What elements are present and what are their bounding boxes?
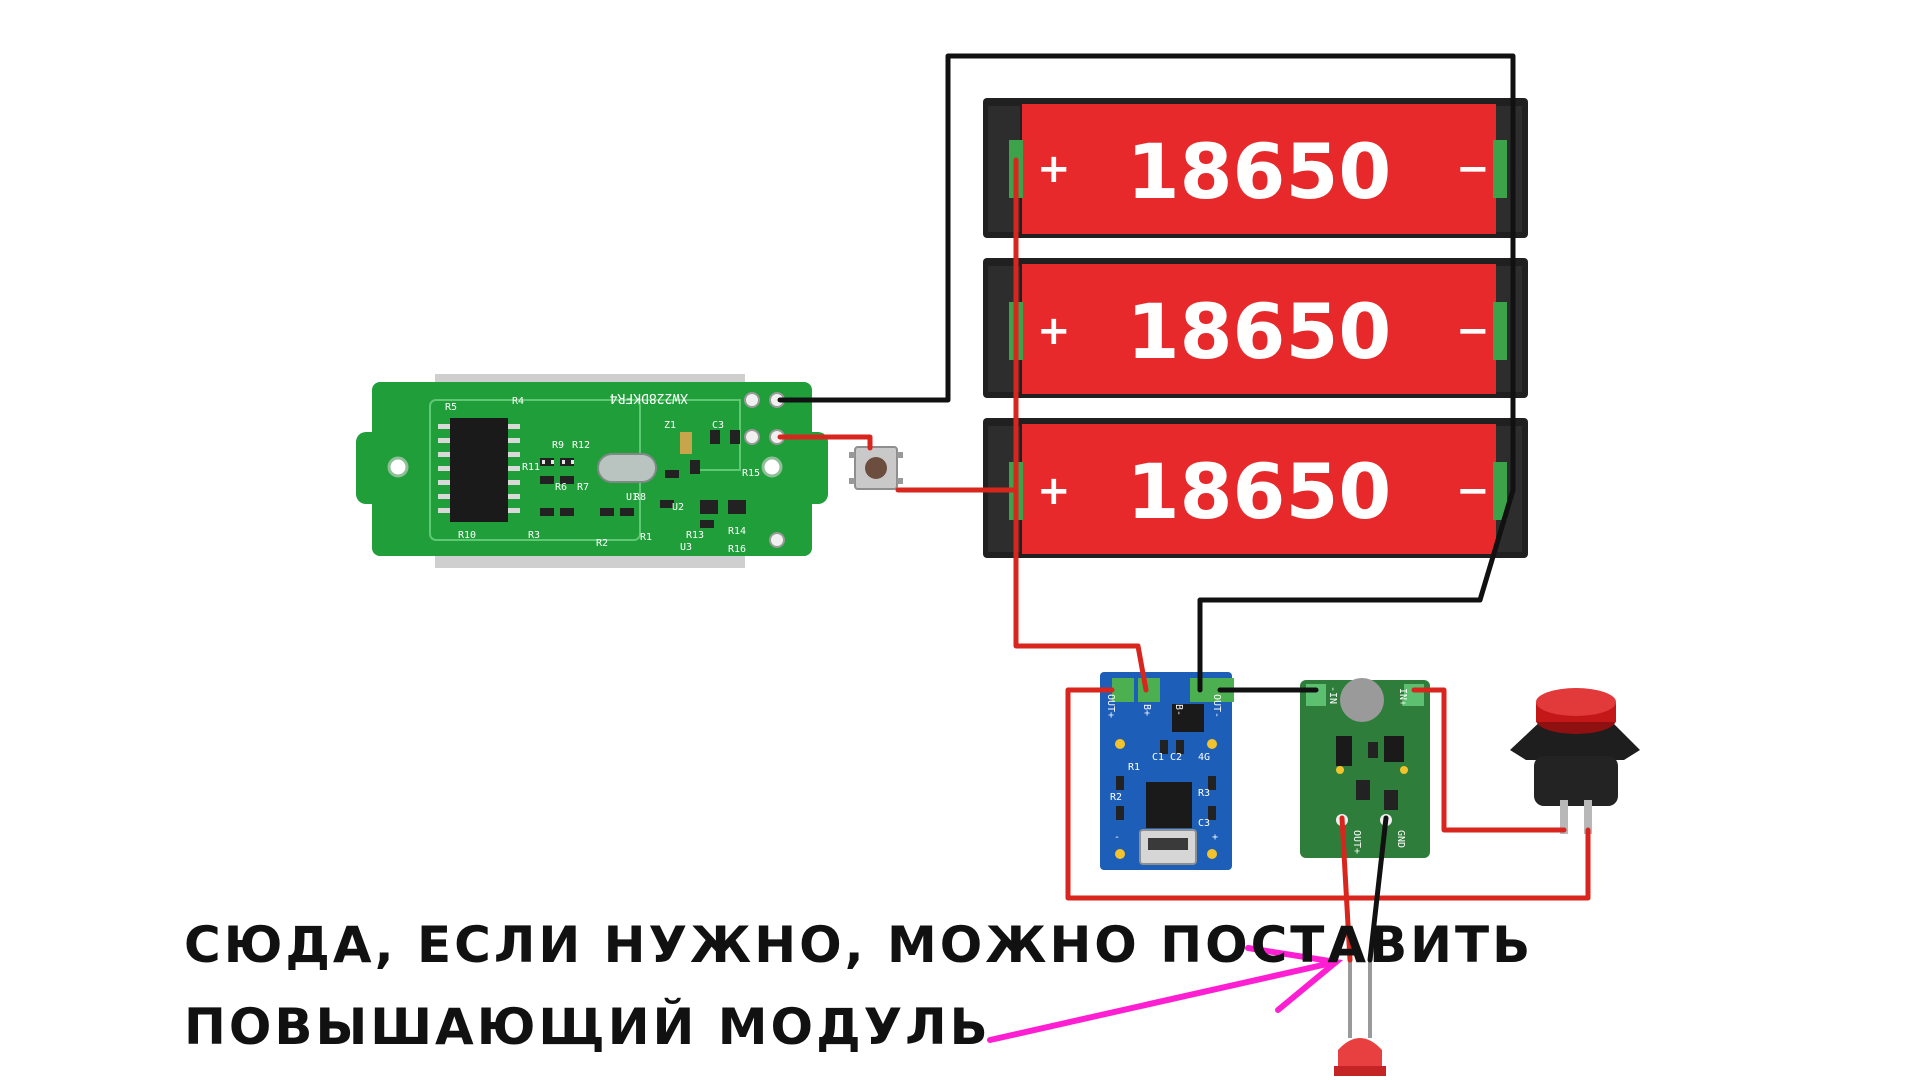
part-label-u2: U2 <box>672 502 684 513</box>
boost-pcb <box>1300 680 1430 858</box>
minus-terminal <box>1493 462 1507 520</box>
part-label-r11: R11 <box>522 462 540 473</box>
part-label-r8: R8 <box>634 492 646 503</box>
part-label-r6: R6 <box>555 482 567 493</box>
board-model-label: XW228DKFR4 <box>610 390 688 405</box>
minus-terminal <box>1493 140 1507 198</box>
minus-terminal <box>1493 302 1507 360</box>
charger-module: OUT+ B+ B- OUT- R1 R2 C1 C2 R3 C3 4G - + <box>1100 672 1234 870</box>
battery-cell-3: + − 18650 <box>983 418 1528 558</box>
part-label-4g: 4G <box>1198 752 1210 763</box>
part-label-r1: R1 <box>1128 762 1140 773</box>
part-label-r15: R15 <box>742 468 760 479</box>
part-label-r5: R5 <box>445 402 457 413</box>
part-label-u3: U3 <box>680 542 692 553</box>
plus-sign: + <box>1037 308 1071 354</box>
wire-black-indicator-to-battery <box>777 53 1516 403</box>
inductor <box>1340 678 1384 722</box>
minus-sign: − <box>1456 146 1490 192</box>
pad-label-in-plus: IN+ <box>1397 688 1408 706</box>
part-label-r14: R14 <box>728 526 746 537</box>
pad-label-b-plus: B+ <box>1141 704 1152 716</box>
wire-red-indicator-to-button <box>777 434 873 451</box>
boost-module: -IN IN+ OUT+ GND <box>1300 678 1430 858</box>
part-label-r1: R1 <box>640 532 652 543</box>
cell-body <box>1022 264 1496 394</box>
zener-diode <box>597 453 657 483</box>
caption-line-1: СЮДА, ЕСЛИ НУЖНО, МОЖНО ПОСТАВИТЬ <box>184 916 1533 974</box>
part-label-r3: R3 <box>528 530 540 541</box>
pad-label-out-minus: OUT- <box>1211 694 1222 718</box>
part-label-r2: R2 <box>596 538 608 549</box>
red-led <box>1334 960 1386 1076</box>
plus-sign: + <box>1037 146 1071 192</box>
tactile-button-cap[interactable] <box>865 457 887 479</box>
part-label-c2: C2 <box>1170 752 1182 763</box>
part-label-r4: R4 <box>512 396 524 407</box>
push-button-cap[interactable] <box>1536 688 1616 716</box>
part-label-c3: C3 <box>712 420 724 431</box>
pad-label-b-minus: B- <box>1173 704 1184 716</box>
battery-indicator-board: XW228DKFR4 R5 R4 R9 R12 R11 R6 R7 R8 R10… <box>356 374 828 568</box>
part-label-u1: U1 <box>626 492 638 503</box>
cell-body <box>1022 104 1496 234</box>
minus-sign: − <box>1456 468 1490 514</box>
wire-black-boost-to-led <box>1367 815 1389 963</box>
charger-ic-main <box>1146 782 1192 828</box>
wire-red-boost-to-led <box>1339 815 1353 963</box>
tactile-button[interactable] <box>849 446 903 490</box>
charger-ic-top <box>1172 704 1204 732</box>
pad-label-out-plus: OUT+ <box>1105 694 1116 718</box>
battery-cell-2: + − 18650 <box>983 258 1528 398</box>
part-label-c3: C3 <box>1198 818 1210 829</box>
caption-line-2: ПОВЫШАЮЩИЙ МОДУЛЬ <box>184 997 991 1056</box>
smd-components <box>540 430 746 528</box>
power-push-button[interactable] <box>1510 688 1640 834</box>
ic-chip <box>438 418 520 522</box>
battery-cell-1: + − 18650 <box>983 98 1528 238</box>
wire-red-boost-to-switch <box>1411 687 1567 833</box>
part-label-r16: R16 <box>728 544 746 555</box>
pad-label-gnd: GND <box>1395 830 1406 848</box>
pad-label-plus: + <box>1212 832 1218 843</box>
pointer-arrow <box>987 945 1344 1043</box>
pad-label-in-minus: -IN <box>1327 686 1338 704</box>
part-label-r12: R12 <box>572 440 590 451</box>
pad-label-minus: - <box>1114 832 1120 843</box>
part-label-r10: R10 <box>458 530 476 541</box>
cell-label: 18650 <box>1127 127 1391 216</box>
mount-hole-right <box>761 456 783 478</box>
wire-red-battery-to-charger <box>1013 157 1149 693</box>
wire-red-charger-to-switch <box>1065 687 1591 901</box>
mount-hole-left <box>387 456 409 478</box>
cell-label: 18650 <box>1127 447 1391 536</box>
wires <box>777 53 1591 963</box>
minus-sign: − <box>1456 308 1490 354</box>
part-label-r3: R3 <box>1198 788 1210 799</box>
plus-sign: + <box>1037 468 1071 514</box>
part-label-z1: Z1 <box>664 420 676 431</box>
part-label-c1: C1 <box>1152 752 1164 763</box>
wire-black-battery-to-charger <box>1197 169 1516 693</box>
battery-holder: + − 18650 + − 18650 + − 18650 <box>983 98 1528 558</box>
cell-label: 18650 <box>1127 287 1391 376</box>
part-label-r7: R7 <box>577 482 589 493</box>
cell-body <box>1022 424 1496 554</box>
pad-label-out-plus: OUT+ <box>1351 830 1362 854</box>
part-label-r2: R2 <box>1110 792 1122 803</box>
part-label-r13: R13 <box>686 530 704 541</box>
part-label-r9: R9 <box>552 440 564 451</box>
